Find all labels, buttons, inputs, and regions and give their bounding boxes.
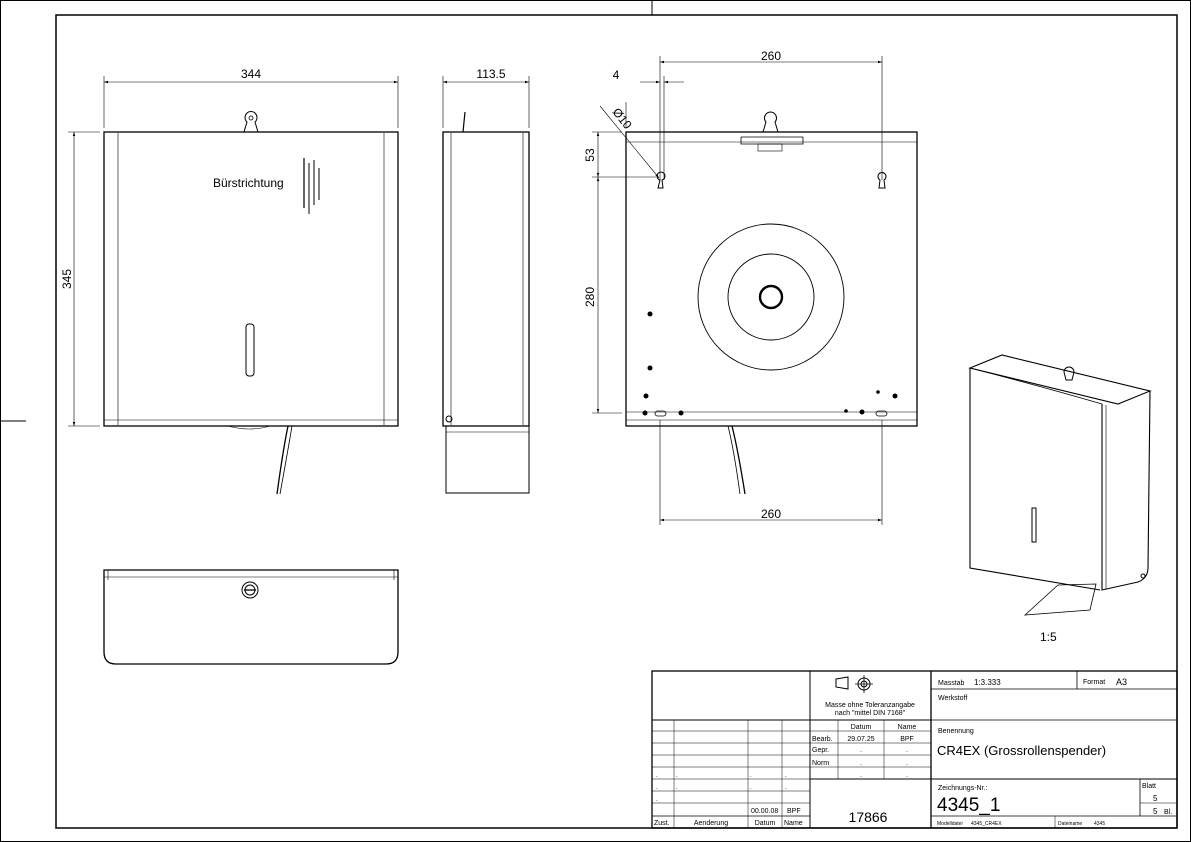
rear-view-holes: [642, 311, 898, 416]
rev-name: BPF: [787, 808, 801, 815]
norm-label: Norm: [812, 760, 829, 767]
extra-name: .: [906, 772, 908, 779]
modelldatei-label: Modelldatei: [937, 821, 963, 827]
rev-dot-2: .: [656, 785, 658, 791]
tolerance-note-2: nach "mittel DIN 7168": [835, 710, 906, 717]
brush-direction-label: Bürstrichtung: [213, 176, 284, 190]
benennung-label: Benennung: [938, 728, 974, 735]
title-block: [651, 670, 1178, 829]
norm-date: .: [860, 760, 862, 767]
dim-hole-diameter-value: Ø10: [610, 105, 635, 132]
dim-hole-diameter: [599, 105, 660, 179]
werkstoff-label: Werkstoff: [938, 695, 967, 702]
rev-dot-7: .: [750, 785, 752, 791]
rear-view: [625, 111, 918, 495]
rev-dot-9: .: [785, 785, 787, 791]
dim-edge-offset-value: 4: [613, 68, 620, 82]
front-view: [103, 111, 399, 495]
dim-front-width-value: 344: [241, 67, 261, 81]
zeichnungs-value: 4345_1: [937, 795, 1000, 816]
format-value: A3: [1116, 677, 1127, 687]
rev-dot-1: .: [656, 773, 658, 779]
masstab-label: Masstab: [938, 680, 965, 687]
dim-rear-top: [625, 56, 883, 180]
bl-label: Bl.: [1164, 809, 1172, 816]
tolerance-note-1: Masse ohne Toleranzangabe: [825, 702, 915, 709]
name-header: Name: [898, 724, 917, 731]
rev-date: 00.00.08: [751, 808, 778, 815]
dim-rear-top-value: 260: [761, 49, 781, 63]
dim-front-height: [68, 131, 100, 427]
masstab-value: 1:3.333: [974, 678, 1001, 687]
zust-header: Zust.: [654, 820, 670, 827]
bearb-date: 29.07.25: [847, 736, 874, 743]
modelldatei-value: 4345_CR4EX: [971, 821, 1002, 827]
datum-col-header: Datum: [755, 820, 776, 827]
number-17866: 17866: [849, 809, 888, 825]
dim-rear-bottom-value: 260: [761, 507, 781, 521]
side-view: [442, 111, 530, 494]
isometric-view: [968, 354, 1152, 616]
datum-header: Datum: [851, 724, 872, 731]
gepr-label: Gepr.: [812, 747, 829, 754]
rev-dot-8: .: [785, 773, 787, 779]
blatt-value: 5: [1153, 794, 1158, 803]
dim-side-depth: [442, 76, 530, 128]
dim-front-width: [103, 76, 399, 128]
zeichnungs-label: Zeichnungs-Nr.:: [938, 785, 987, 792]
top-view: [103, 569, 399, 665]
dim-top-offset-value: 53: [583, 148, 597, 162]
blatt-total: 5: [1153, 807, 1158, 816]
name-col-header: Name: [784, 820, 803, 827]
extra-date: .: [860, 772, 862, 779]
rev-dot-4: .: [676, 773, 678, 779]
dim-side-depth-value: 113.5: [476, 67, 505, 81]
roll-outer-circle: [697, 223, 845, 371]
norm-name: .: [906, 760, 908, 767]
rev-dot-6: .: [750, 773, 752, 779]
iso-scale-label: 1:5: [1040, 630, 1057, 644]
dateiname-value: 4345: [1094, 821, 1105, 827]
projection-cone-icon: [835, 676, 849, 690]
format-label: Format: [1083, 679, 1105, 686]
gepr-name: .: [906, 747, 908, 754]
dateiname-label: Dateiname: [1058, 821, 1082, 827]
benennung-value: CR4EX (Grossrollenspender): [937, 743, 1106, 758]
dim-front-height-value: 345: [60, 269, 74, 289]
dim-rear-vertical: [592, 131, 656, 414]
dim-rear-bottom: [659, 420, 883, 525]
title-block-text: Masse ohne Toleranzangabe nach "mittel D…: [654, 677, 1172, 827]
bearb-label: Bearb.: [812, 736, 833, 743]
rev-dot-5: .: [676, 785, 678, 791]
lock-knob-icon: [243, 111, 259, 133]
blatt-label: Blatt: [1142, 783, 1156, 790]
bearb-name: BPF: [900, 736, 914, 743]
dim-vertical-distance-value: 280: [583, 287, 597, 307]
inner-frame: [55, 14, 1178, 829]
gepr-date: .: [860, 747, 862, 754]
rev-dot-3: .: [656, 797, 658, 803]
aenderung-header: Aenderung: [694, 820, 728, 827]
